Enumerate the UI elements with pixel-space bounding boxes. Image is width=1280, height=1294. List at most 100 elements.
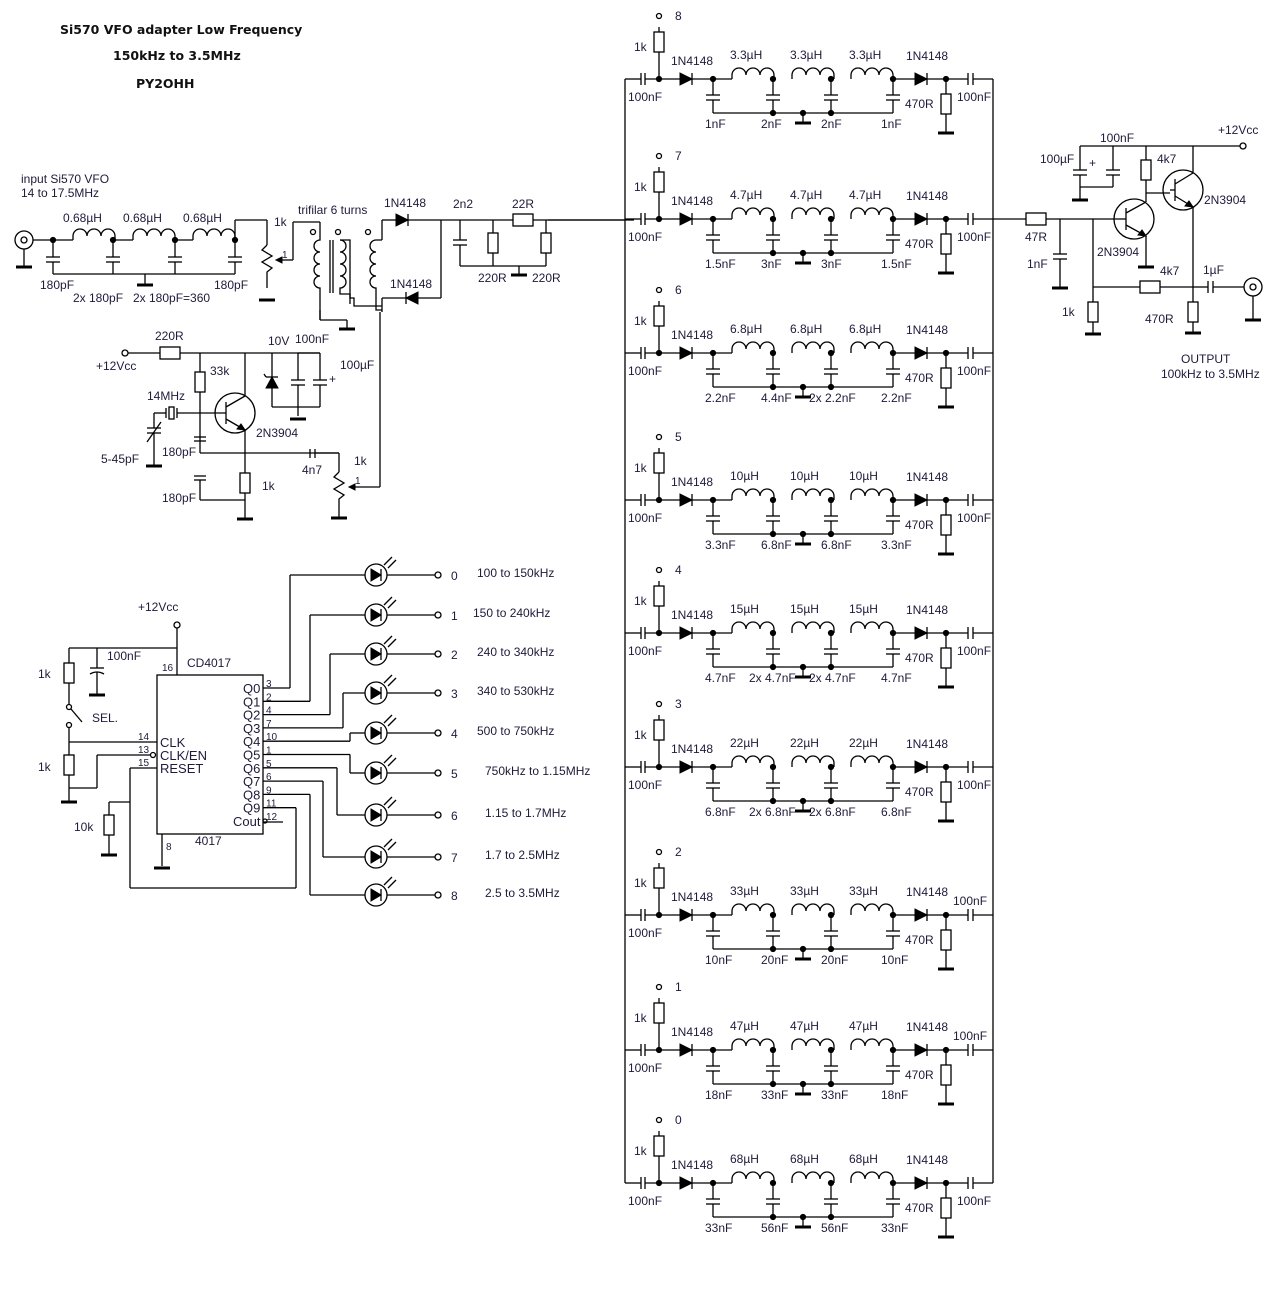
cap-label: 20nF — [761, 953, 788, 967]
band-terminal[interactable] — [434, 611, 442, 619]
cap-label: 1.5nF — [881, 257, 912, 271]
inductor-icon — [791, 755, 835, 767]
diode-icon — [914, 1043, 929, 1057]
cap-label: 100nF — [957, 230, 991, 244]
resistor-label: 33k — [210, 364, 230, 378]
inductor-label: 33µH — [730, 884, 759, 898]
light-arrow-icon — [387, 677, 397, 687]
inductor-icon — [731, 207, 775, 219]
diode-label: 1N4148 — [906, 323, 948, 337]
inductor-label: 4.7µH — [849, 188, 881, 202]
ic-output-label: Q4 — [243, 734, 260, 749]
inductor-icon — [731, 621, 775, 633]
band-input-terminal[interactable] — [655, 286, 663, 294]
band-input-terminal[interactable] — [655, 848, 663, 856]
diode-icon — [914, 212, 929, 226]
led-icon — [370, 647, 382, 661]
light-arrow-icon — [383, 635, 393, 645]
diode-icon — [395, 213, 410, 227]
zener-label: 10V — [268, 334, 289, 348]
band-range-label: 750kHz to 1.15MHz — [485, 764, 590, 778]
cap-label: 6.8nF — [761, 538, 792, 552]
resistor-icon — [653, 719, 665, 741]
diode-icon — [679, 493, 694, 507]
resistor-label: 47R — [1025, 230, 1047, 244]
band-input-terminal[interactable] — [655, 1116, 663, 1124]
cap-label: 4.4nF — [761, 391, 792, 405]
light-arrow-icon — [383, 754, 393, 764]
band-input-terminal[interactable] — [655, 12, 663, 20]
band-input-terminal[interactable] — [655, 152, 663, 160]
band-terminal[interactable] — [434, 811, 442, 819]
band-select-switch[interactable]: SEL. — [65, 703, 119, 729]
led-icon — [370, 686, 382, 700]
output-amplifier: 47R 1nF 1k 4k7 2N3904 4k7 2N3904 +12Vcc … — [993, 123, 1263, 381]
filter-band-label: 4 — [675, 563, 682, 577]
resistor-icon — [940, 1197, 952, 1219]
inductor-label: 15µH — [849, 602, 878, 616]
cd4017-ic — [156, 674, 264, 835]
band-input-terminal[interactable] — [655, 433, 663, 441]
band-terminal[interactable] — [434, 769, 442, 777]
inductor-icon — [791, 488, 835, 500]
resistor-label: 1k — [634, 1011, 648, 1025]
light-arrow-icon — [383, 596, 393, 606]
band-input-terminal[interactable] — [655, 700, 663, 708]
cap-label: 2x 4.7nF — [749, 671, 796, 685]
inductor-icon — [850, 1171, 894, 1183]
band-terminal[interactable] — [434, 729, 442, 737]
inductor-label: 15µH — [790, 602, 819, 616]
band-terminal[interactable] — [434, 650, 442, 658]
transistor-q2-icon — [1162, 169, 1204, 211]
cap-label: 180pF — [162, 445, 196, 459]
inductor-icon — [850, 67, 894, 79]
diode-icon — [679, 1043, 694, 1057]
ic-input-label: CLK/EN — [160, 748, 207, 763]
band-terminal[interactable] — [434, 853, 442, 861]
band-input-terminal[interactable] — [655, 566, 663, 574]
output-bnc-connector-icon[interactable] — [1243, 277, 1263, 322]
diode-label: 1N4148 — [671, 608, 713, 622]
cap-label: 100nF — [628, 364, 662, 378]
diode-icon — [914, 626, 929, 640]
pin-label: 3 — [266, 679, 272, 690]
inductor-icon — [791, 621, 835, 633]
ic-name-label: CD4017 — [187, 656, 231, 670]
cap-label: 20nF — [821, 953, 848, 967]
oscillator-level-potentiometer[interactable]: 1k 1 — [331, 453, 380, 520]
pin-label: 12 — [266, 812, 278, 823]
cap-label: 18nF — [705, 1088, 732, 1102]
cap-label: 3.3nF — [881, 538, 912, 552]
cap-label: 100nF — [628, 511, 662, 525]
transistor-2n3904-icon — [200, 392, 256, 434]
band-range-label: 340 to 530kHz — [477, 684, 554, 698]
filter-band-label: 3 — [675, 697, 682, 711]
band-terminal[interactable] — [434, 891, 442, 899]
filter-band-label: 1 — [675, 980, 682, 994]
light-arrow-icon — [387, 879, 397, 889]
diode-icon — [914, 72, 929, 86]
ic-output-label: Q6 — [243, 761, 260, 776]
band-terminal[interactable] — [434, 571, 442, 579]
inductor-icon — [850, 621, 894, 633]
resistor-label: 1k — [634, 314, 648, 328]
band-input-terminal[interactable] — [655, 983, 663, 991]
band-terminal[interactable] — [434, 689, 442, 697]
diode-icon — [914, 346, 929, 360]
inductor-label: 33µH — [849, 884, 878, 898]
pin-label: 5 — [266, 759, 272, 770]
resistor-icon — [653, 1135, 665, 1157]
cap-label: 100nF — [957, 364, 991, 378]
resistor-label: 470R — [905, 518, 934, 532]
led-icon — [370, 850, 382, 864]
input-level-potentiometer[interactable]: 1k 1 — [259, 215, 293, 302]
diode-label: 1N4148 — [384, 196, 426, 210]
supply-label: +12Vcc — [1218, 123, 1258, 137]
pin-label: 8 — [166, 842, 172, 853]
resistor-label: 1k — [262, 479, 276, 493]
cap-label: 100nF — [957, 644, 991, 658]
cap-label: 2nF — [821, 117, 842, 131]
resistor-icon — [512, 213, 534, 227]
